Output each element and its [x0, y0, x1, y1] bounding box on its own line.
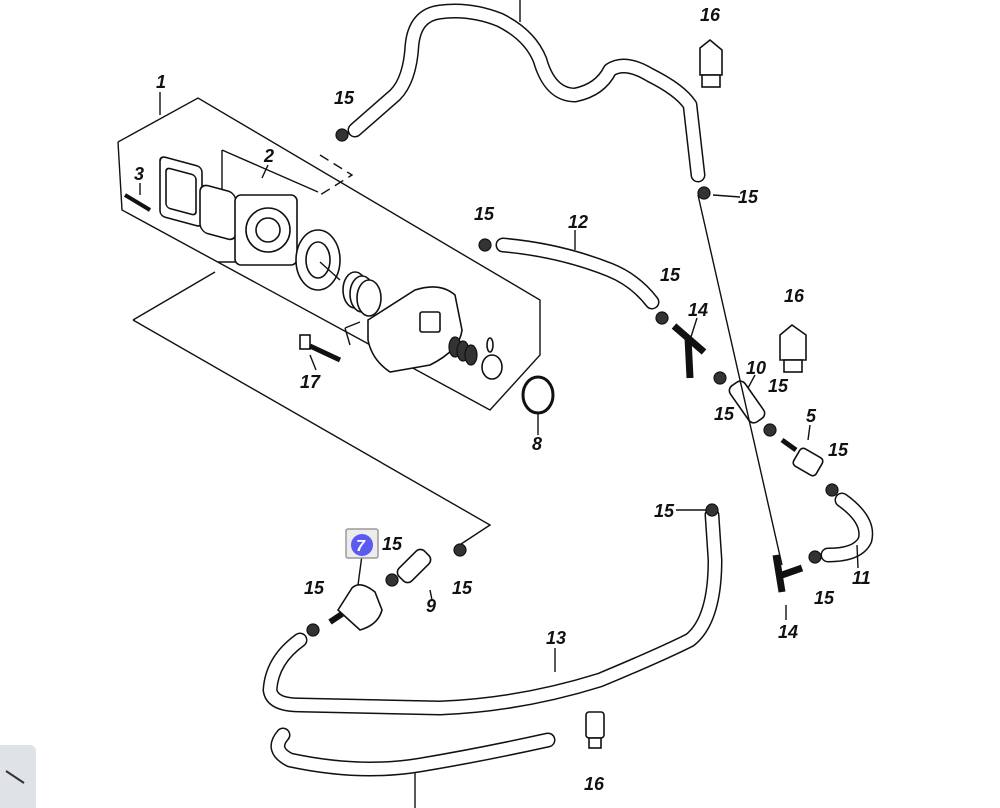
hose-clip-16-mid[interactable]: [779, 323, 807, 373]
callout-3[interactable]: 3: [134, 164, 144, 184]
callout-16-top[interactable]: 16: [700, 5, 721, 25]
hose-bottom[interactable]: [270, 727, 556, 808]
pump-body[interactable]: [218, 194, 298, 266]
hose-top[interactable]: [347, 0, 706, 183]
callout-2[interactable]: 2: [263, 146, 274, 166]
check-valve-cap[interactable]: [481, 337, 503, 380]
hose-11[interactable]: [820, 492, 874, 563]
collapse-button[interactable]: [0, 745, 36, 808]
hose-12[interactable]: [495, 237, 660, 310]
pump-cover[interactable]: [367, 286, 463, 373]
assembly-frame: [117, 97, 541, 549]
callout-5[interactable]: 5: [806, 406, 817, 426]
callout-13[interactable]: 13: [546, 628, 566, 648]
leader-lines: [139, 92, 859, 672]
callout-15-d[interactable]: 15: [660, 265, 681, 285]
callout-16-mid[interactable]: 16: [784, 286, 805, 306]
callout-1[interactable]: 1: [156, 72, 166, 92]
callout-15-e[interactable]: 15: [768, 376, 789, 396]
bolt-3[interactable]: [123, 193, 152, 212]
callout-15-k[interactable]: 15: [304, 578, 325, 598]
callout-15-l[interactable]: 15: [814, 588, 835, 608]
callout-7[interactable]: 7: [356, 538, 366, 555]
spring-1[interactable]: [342, 271, 382, 317]
callout-12[interactable]: 12: [568, 212, 588, 232]
hose-clip-16-top[interactable]: [699, 38, 723, 88]
callout-15-i[interactable]: 15: [382, 534, 403, 554]
clamps-15[interactable]: [306, 128, 839, 637]
spring-2[interactable]: [448, 336, 478, 366]
hose-10[interactable]: [727, 379, 767, 425]
hose-clip-16-bottom[interactable]: [585, 711, 605, 749]
callout-9[interactable]: 9: [426, 596, 436, 616]
hose-13[interactable]: [262, 507, 723, 716]
hose-9[interactable]: [395, 547, 433, 585]
callout-14-lower[interactable]: 14: [778, 622, 798, 642]
callout-15-h[interactable]: 15: [654, 501, 675, 521]
callout-11[interactable]: 11: [852, 568, 871, 588]
callout-15-f[interactable]: 15: [714, 404, 735, 424]
callout-14-upper[interactable]: 14: [688, 300, 708, 320]
callout-15-g[interactable]: 15: [828, 440, 849, 460]
tee-connector-lower[interactable]: [772, 554, 804, 593]
highlighted-callout-7[interactable]: 7: [345, 528, 379, 559]
gasket-plate[interactable]: [159, 156, 203, 227]
callout-8[interactable]: 8: [532, 434, 542, 454]
fuel-filter[interactable]: [328, 584, 383, 631]
callout-15-a[interactable]: 15: [334, 88, 355, 108]
bolt-17[interactable]: [299, 334, 342, 363]
tee-connector-upper[interactable]: [671, 323, 707, 379]
callout-15-b[interactable]: 15: [474, 204, 495, 224]
collapse-arrow-icon: [5, 770, 25, 784]
callout-10[interactable]: 10: [746, 358, 766, 378]
callout-15-c[interactable]: 15: [738, 187, 759, 207]
gasket-2[interactable]: [199, 184, 237, 242]
diaphragm[interactable]: [295, 229, 341, 291]
callout-16-bottom[interactable]: 16: [584, 774, 605, 794]
callout-15-j[interactable]: 15: [452, 578, 473, 598]
o-ring-8[interactable]: [521, 375, 555, 415]
callout-17[interactable]: 17: [300, 372, 321, 392]
fuel-filter-5[interactable]: [780, 437, 824, 477]
